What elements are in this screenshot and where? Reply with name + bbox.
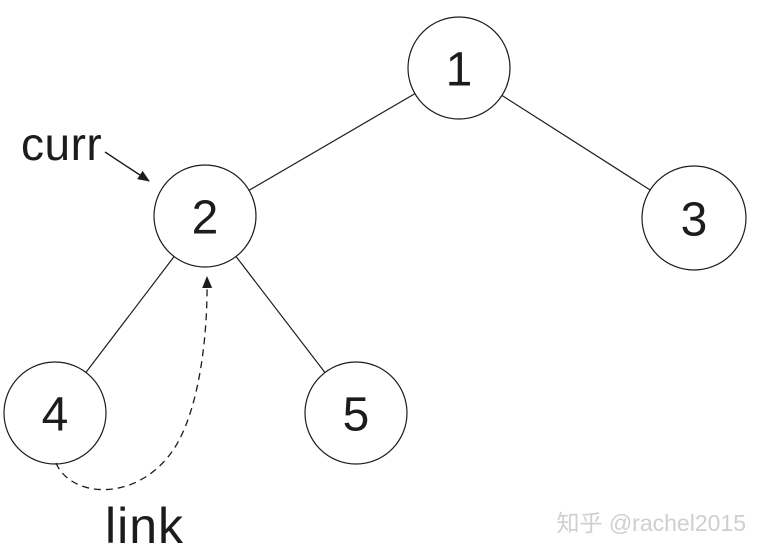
node-circle-4 [3, 361, 107, 465]
tree-node-2: 2 [153, 164, 257, 268]
node-label-3: 3 [681, 194, 708, 247]
watermark-text: 知乎 @rachel2015 [556, 510, 746, 536]
tree-nodes: 1 2 3 4 5 [3, 16, 747, 465]
node-label-2: 2 [192, 192, 219, 245]
node-label-4: 4 [42, 389, 69, 442]
link-arrow [55, 276, 213, 491]
tree-node-1: 1 [407, 16, 511, 120]
link-pointer-label: link [105, 498, 185, 553]
tree-node-3: 3 [641, 165, 747, 271]
tree-node-5: 5 [304, 361, 408, 465]
node-label-1: 1 [446, 44, 473, 97]
tree-edges [54, 67, 695, 414]
node-circle-5 [304, 361, 408, 465]
curr-arrow [104, 151, 150, 182]
node-circle-2 [153, 164, 257, 268]
node-circle-1 [407, 16, 511, 120]
node-label-5: 5 [343, 389, 370, 442]
curr-pointer-label: curr [21, 118, 103, 170]
node-circle-3 [641, 165, 747, 271]
tree-node-4: 4 [3, 361, 107, 465]
annotation-arrows [55, 151, 213, 491]
